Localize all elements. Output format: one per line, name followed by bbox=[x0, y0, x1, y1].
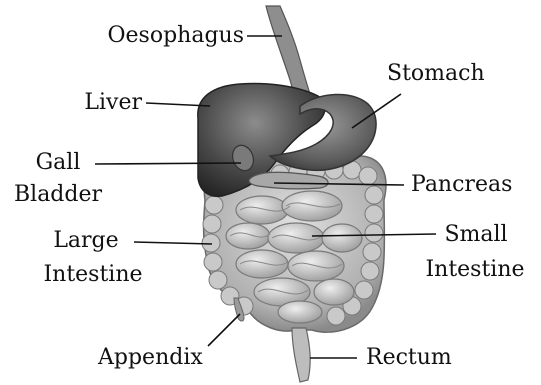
label-small-intestine-line1: Small bbox=[418, 222, 534, 248]
rectum-shape bbox=[292, 328, 310, 382]
label-large-intestine-line1: Large bbox=[34, 228, 138, 254]
label-stomach: Stomach bbox=[387, 61, 485, 87]
organs bbox=[198, 6, 386, 382]
appendix-leader bbox=[208, 314, 240, 346]
label-pancreas: Pancreas bbox=[411, 172, 512, 198]
label-large-intestine-line2: Intestine bbox=[30, 262, 156, 288]
gall-bladder-leader bbox=[95, 163, 241, 164]
label-gall-bladder-line2: Bladder bbox=[6, 182, 110, 208]
label-small-intestine-line2: Intestine bbox=[412, 257, 538, 283]
large-intestine-leader bbox=[134, 242, 212, 244]
label-rectum: Rectum bbox=[366, 345, 452, 371]
label-gall-bladder-line1: Gall bbox=[14, 150, 102, 176]
label-oesophagus: Oesophagus bbox=[56, 23, 244, 49]
label-appendix: Appendix bbox=[98, 345, 203, 371]
label-liver: Liver bbox=[30, 90, 142, 116]
